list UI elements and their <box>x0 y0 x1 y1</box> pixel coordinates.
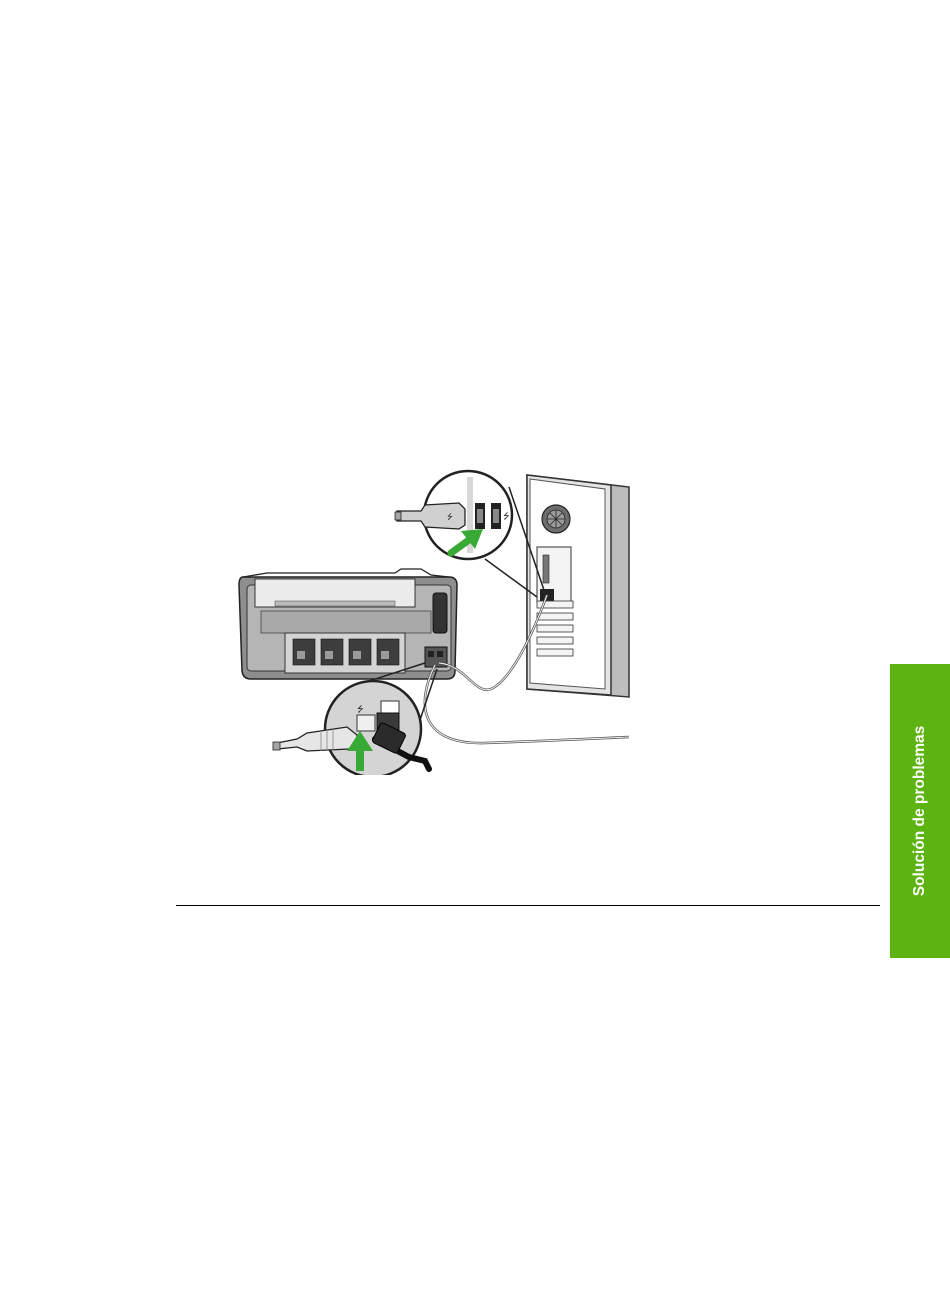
usb-symbol-icon: ⭍ <box>447 513 453 521</box>
usb-plug-printer <box>273 727 357 751</box>
section-side-tab-label: Solución de problemas <box>911 726 929 897</box>
footer-divider <box>176 905 880 906</box>
usb-connection-figure: ⭍ ⭍ ⭍ <box>225 465 640 775</box>
usb-plug-computer: ⭍ <box>395 503 465 529</box>
section-side-tab: Solución de problemas <box>890 664 950 958</box>
svg-text:⭍: ⭍ <box>503 512 510 521</box>
usb-symbol-icon: ⭍ <box>357 705 364 714</box>
